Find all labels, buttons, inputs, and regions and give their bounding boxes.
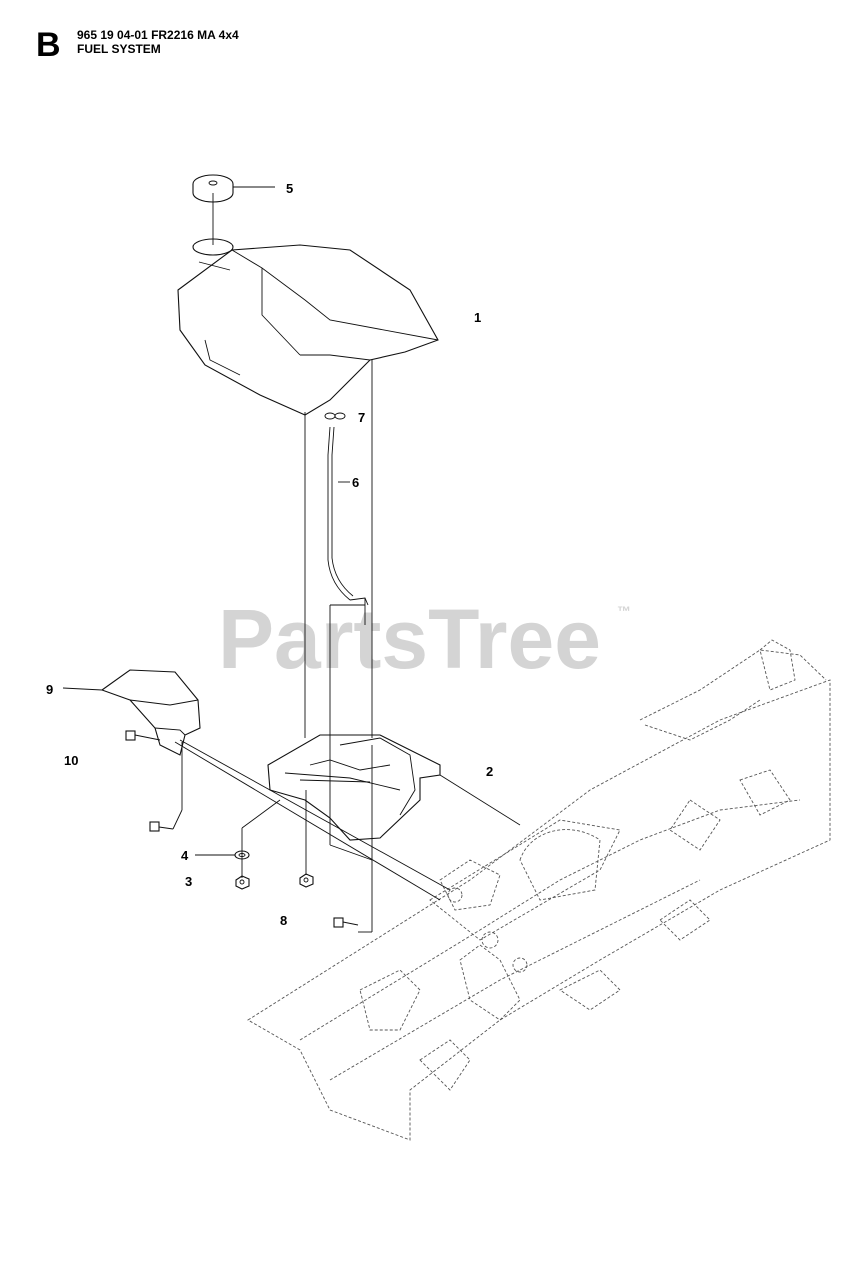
header-text: 965 19 04-01 FR2216 MA 4x4 FUEL SYSTEM xyxy=(77,28,239,56)
fuel-tank xyxy=(177,238,439,416)
callout-7: 7 xyxy=(358,410,365,425)
callout-10: 10 xyxy=(64,753,78,768)
assembly-lines xyxy=(149,193,521,933)
screw-10-lower xyxy=(149,821,174,832)
tractor-chassis-frame xyxy=(247,639,831,1141)
fuel-hose xyxy=(327,426,369,606)
callout-leaders xyxy=(62,186,350,856)
watermark-text: PartsTree xyxy=(218,592,601,686)
callout-9: 9 xyxy=(46,682,53,697)
screw-8 xyxy=(333,917,359,928)
nut-3-right xyxy=(299,873,314,888)
nut-3-left xyxy=(235,875,250,890)
callout-6: 6 xyxy=(352,475,359,490)
model-line: 965 19 04-01 FR2216 MA 4x4 xyxy=(77,28,239,42)
callout-5: 5 xyxy=(286,181,293,196)
heat-shield xyxy=(100,669,201,756)
callout-1: 1 xyxy=(474,310,481,325)
tank-mounting-bracket xyxy=(267,734,441,841)
callout-3: 3 xyxy=(185,874,192,889)
section-letter: B xyxy=(36,26,61,64)
screw-10-upper xyxy=(125,730,151,741)
section-title: FUEL SYSTEM xyxy=(77,42,161,56)
watermark-trademark: ™ xyxy=(617,603,631,619)
callout-8: 8 xyxy=(280,913,287,928)
hose-clip xyxy=(324,412,346,420)
callout-2: 2 xyxy=(486,764,493,779)
callout-4: 4 xyxy=(181,848,189,863)
